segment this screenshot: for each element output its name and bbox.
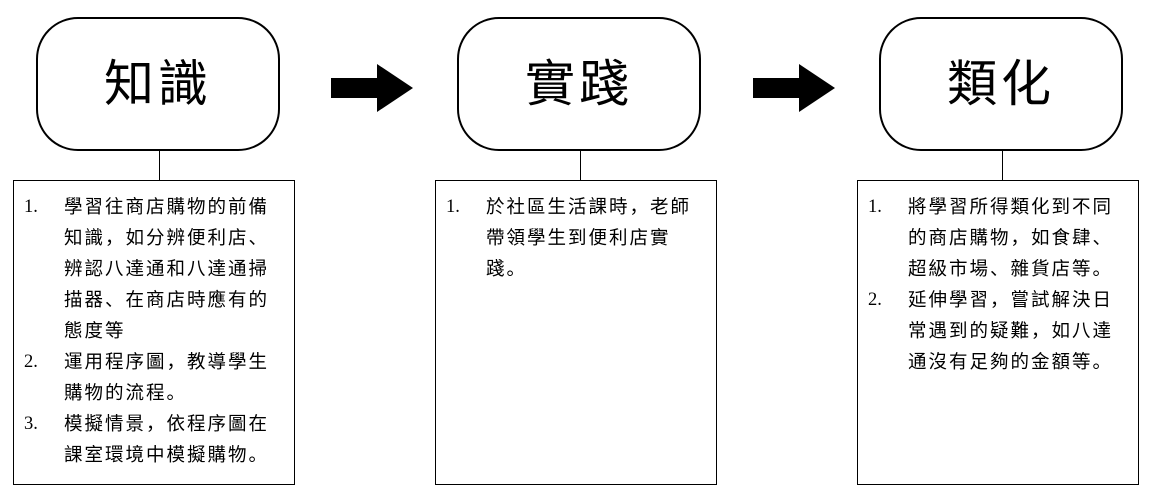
detail-list-knowledge: 1. 學習往商店購物的前備知識，如分辨便利店、辨認八達通和八達通掃描器、在商店時… xyxy=(24,192,280,471)
detail-item: 1. 學習往商店購物的前備知識，如分辨便利店、辨認八達通和八達通掃描器、在商店時… xyxy=(24,192,280,347)
item-number: 1. xyxy=(446,197,460,217)
connector-line-knowledge xyxy=(159,151,160,180)
arrow-right-icon xyxy=(331,64,413,112)
stage-box-knowledge: 知識 xyxy=(36,17,280,151)
stage-title-generalization: 類化 xyxy=(947,55,1055,113)
detail-item: 3. 模擬情景，依程序圖在課室環境中模擬購物。 xyxy=(24,409,280,471)
item-text: 運用程序圖，教導學生購物的流程。 xyxy=(64,352,270,404)
stage-title-knowledge: 知識 xyxy=(104,55,212,113)
detail-box-generalization: 1. 將學習所得類化到不同的商店購物，如食肆、超級市場、雜貨店等。 2. 延伸學… xyxy=(857,180,1139,485)
item-number: 2. xyxy=(24,352,38,372)
item-text: 模擬情景，依程序圖在課室環境中模擬購物。 xyxy=(64,414,270,466)
item-text: 於社區生活課時，老師帶領學生到便利店實踐。 xyxy=(486,197,692,280)
stage-title-practice: 實踐 xyxy=(525,55,633,113)
connector-line-generalization xyxy=(1002,151,1003,180)
connector-line-practice xyxy=(580,151,581,180)
arrow-right-icon xyxy=(753,64,835,112)
detail-item: 1. 於社區生活課時，老師帶領學生到便利店實踐。 xyxy=(446,192,702,285)
item-number: 3. xyxy=(24,414,38,434)
item-text: 學習往商店購物的前備知識，如分辨便利店、辨認八達通和八達通掃描器、在商店時應有的… xyxy=(64,197,270,342)
item-text: 將學習所得類化到不同的商店購物，如食肆、超級市場、雜貨店等。 xyxy=(908,197,1114,280)
item-number: 2. xyxy=(868,290,882,310)
item-number: 1. xyxy=(24,197,38,217)
detail-item: 1. 將學習所得類化到不同的商店購物，如食肆、超級市場、雜貨店等。 xyxy=(868,192,1124,285)
item-text: 延伸學習，嘗試解決日常遇到的疑難，如八達通沒有足夠的金額等。 xyxy=(908,290,1114,373)
detail-box-knowledge: 1. 學習往商店購物的前備知識，如分辨便利店、辨認八達通和八達通掃描器、在商店時… xyxy=(13,180,295,485)
detail-list-practice: 1. 於社區生活課時，老師帶領學生到便利店實踐。 xyxy=(446,192,702,285)
detail-box-practice: 1. 於社區生活課時，老師帶領學生到便利店實踐。 xyxy=(435,180,717,485)
detail-item: 2. 運用程序圖，教導學生購物的流程。 xyxy=(24,347,280,409)
stage-box-practice: 實踐 xyxy=(457,17,701,151)
detail-list-generalization: 1. 將學習所得類化到不同的商店購物，如食肆、超級市場、雜貨店等。 2. 延伸學… xyxy=(868,192,1124,378)
item-number: 1. xyxy=(868,197,882,217)
detail-item: 2. 延伸學習，嘗試解決日常遇到的疑難，如八達通沒有足夠的金額等。 xyxy=(868,285,1124,378)
stage-box-generalization: 類化 xyxy=(879,17,1123,151)
